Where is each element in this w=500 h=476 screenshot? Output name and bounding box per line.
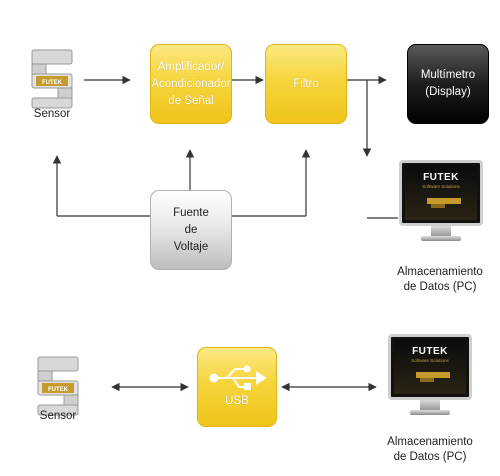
usb-box: USB [197, 347, 277, 427]
futek-logo-icon [427, 198, 461, 208]
storage-label-line-2: de Datos (PC) [403, 281, 477, 293]
amplifier-label-line-3: de Señal [168, 94, 214, 107]
sensor-icon-bottom: FUTEK [37, 356, 79, 416]
multimeter-label-line-1: Multímetro [420, 69, 476, 81]
power-label-line-3: Voltaje [173, 240, 209, 253]
amplifier-label-line-2: Acondicionador [151, 77, 231, 90]
pc-icon-bottom: FUTEK Software Solutions [388, 334, 472, 416]
pc-brand: FUTEK [423, 172, 459, 183]
sensor-brand: FUTEK [42, 80, 63, 86]
amplifier-box: Amplificador/ Acondicionador de Señal [150, 44, 232, 124]
power-label-line-2: de [184, 223, 198, 236]
storage-label: Almacenamiento de Datos (PC) [380, 265, 500, 295]
storage-label-bottom: Almacenamiento de Datos (PC) [370, 435, 490, 465]
pc-tagline: Software Solutions [422, 184, 460, 189]
amplifier-label-line-1: Amplificador/ [157, 60, 225, 73]
storage-label-bottom-line-2: de Datos (PC) [393, 451, 467, 463]
multimeter-box: Multímetro (Display) [407, 44, 489, 124]
pc-brand-bottom: FUTEK [412, 346, 448, 357]
pc-tagline-bottom: Software Solutions [411, 358, 449, 363]
pc-icon: FUTEK Software Solutions [399, 160, 483, 242]
usb-icon [209, 365, 267, 390]
usb-label: USB [225, 394, 249, 407]
filter-box: Filtro [265, 44, 347, 124]
power-label-line-1: Fuente [173, 206, 209, 219]
futek-logo-icon-bottom [416, 372, 450, 382]
power-supply-box: Fuente de Voltaje [150, 190, 232, 270]
multimeter-label-line-2: (Display) [425, 86, 471, 98]
sensor-label-bottom: Sensor [39, 410, 77, 422]
filter-label: Filtro [293, 77, 319, 90]
storage-label-line-1: Almacenamiento [397, 266, 483, 278]
sensor-brand-bottom: FUTEK [48, 387, 69, 393]
storage-label-bottom-line-1: Almacenamiento [387, 436, 473, 448]
sensor-icon: FUTEK [31, 49, 73, 109]
sensor-label: Sensor [33, 108, 71, 120]
